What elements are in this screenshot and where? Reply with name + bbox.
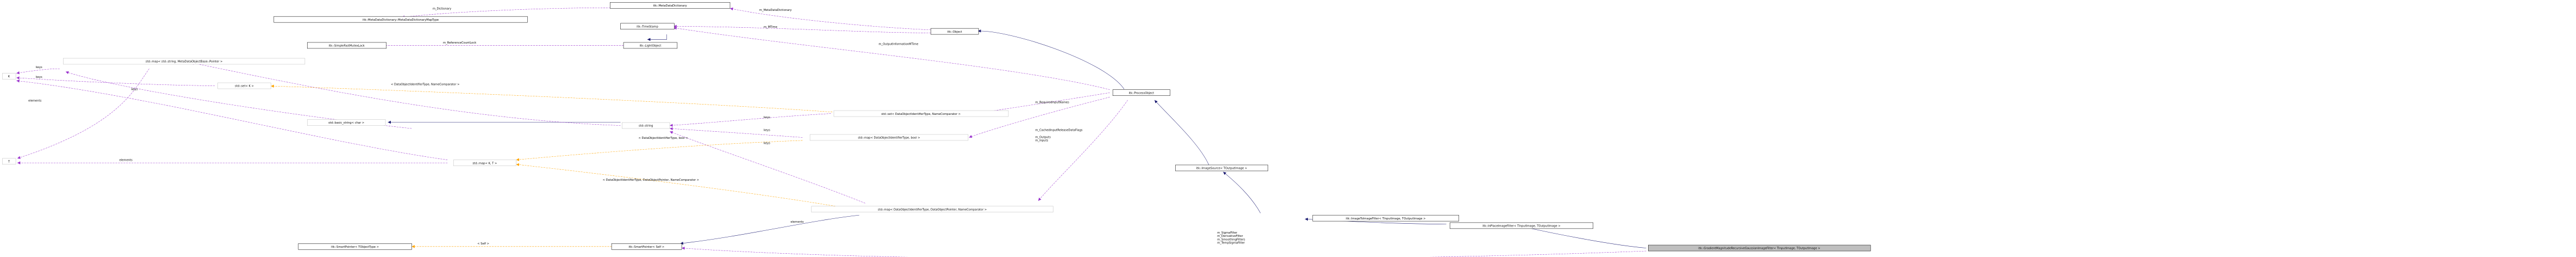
label-m-reference-count-lock: m_ReferenceCountLock [443, 41, 476, 45]
node-meta-data-dictionary[interactable]: itk::MetaDataDictionary [610, 2, 731, 9]
svg-text:itk::LightObject: itk::LightObject [639, 45, 661, 48]
svg-text:std::map< std::string, MetaDat: std::map< std::string, MetaDataObjectBas… [146, 60, 223, 64]
node-time-stamp[interactable]: itk::TimeStamp [620, 23, 675, 30]
svg-text:itk::GradientMagnitudeRecursiv: itk::GradientMagnitudeRecursiveGaussianI… [1698, 247, 1820, 250]
node-set-k[interactable]: std::set< K > [217, 82, 271, 89]
node-map-k-t[interactable]: std::map< K, T > [453, 160, 516, 166]
edge-map-string-elements-to-t [17, 69, 149, 159]
node-map-string-meta-data[interactable]: std::map< std::string, MetaDataObjectBas… [63, 58, 305, 65]
label-keys-2: keys [36, 76, 42, 79]
label-template-set-k: < DataObjectIdentifierType, NameComparat… [391, 83, 460, 86]
node-light-object[interactable]: itk::LightObject [623, 42, 678, 49]
node-map-data-object-identifier-pointer[interactable]: std::map< DataObjectIdentifierType, Data… [811, 206, 1053, 212]
edge-process-object-required-input-names [975, 92, 1110, 115]
svg-text:itk::ProcessObject: itk::ProcessObject [1128, 91, 1154, 95]
edge-map-string-to-k [16, 68, 60, 75]
edge-set-identifier-to-string [670, 113, 831, 127]
edge-string-to-map-type [191, 62, 621, 126]
edge-time-stamp-to-process-object [673, 27, 1110, 90]
label-m-dictionary: m_Dictionary [433, 8, 451, 11]
label-keys-1: keys [36, 66, 42, 69]
svg-text:itk::TimeStamp: itk::TimeStamp [637, 25, 658, 28]
label-elements-2: elements [120, 158, 133, 162]
edge-time-stamp-to-object [673, 25, 931, 33]
edge-gradient-filter-to-in-place-filter [1520, 225, 1646, 248]
svg-text:std::set< K >: std::set< K > [235, 85, 254, 88]
label-template-self: < Self > [477, 242, 489, 246]
svg-text:itk::SimpleFastMutexLock: itk::SimpleFastMutexLock [329, 45, 365, 48]
node-k[interactable]: K [2, 73, 16, 79]
svg-text:std::basic_string< char >: std::basic_string< char > [328, 121, 364, 125]
edge-meta-data-dictionary-to-object [729, 7, 931, 30]
svg-text:itk::InPlaceImageFilter< TInpu: itk::InPlaceImageFilter< TInputImage, TO… [1482, 225, 1561, 228]
svg-text:itk::MetaDataDictionary::MetaD: itk::MetaDataDictionary::MetaDataDiction… [363, 19, 439, 22]
edge-image-to-image-filter-to-image-source [1223, 172, 1261, 213]
edge-object-to-light-object [647, 34, 667, 41]
svg-text:itk::ImageToImageFilter< TInpu: itk::ImageToImageFilter< TInputImage, TO… [1346, 217, 1426, 221]
edge-template-map-bool [516, 140, 803, 161]
svg-text:T: T [8, 161, 10, 164]
edge-template-set-k [271, 84, 833, 113]
edge-map-type-to-meta-data-dictionary [401, 7, 613, 19]
node-basic-string[interactable]: std::basic_string< char > [307, 119, 386, 126]
edge-process-object-outputs-inputs [1038, 100, 1128, 201]
svg-text:std::map< K, T >: std::map< K, T > [472, 162, 497, 165]
edge-template-map-pointer [516, 163, 835, 206]
edge-map-pointer-elements-to-smart-pointer [680, 215, 859, 245]
label-template-map-pointer: < DataObjectIdentifierType, DataObjectPo… [603, 179, 699, 182]
svg-text:itk::Object: itk::Object [947, 30, 962, 34]
svg-text:itk::SmartPointer< TObjectType: itk::SmartPointer< TObjectType > [331, 246, 379, 249]
node-in-place-image-filter[interactable]: itk::InPlaceImageFilter< TInputImage, TO… [1450, 222, 1594, 229]
label-m-meta-data-dictionary: m_MetaDataDictionary [759, 9, 792, 12]
svg-text:std::map< DataObjectIdentifier: std::map< DataObjectIdentifierType, bool… [858, 137, 920, 140]
label-template-map-bool: < DataObjectIdentifierType, bool > [639, 137, 688, 140]
node-t[interactable]: T [2, 158, 16, 165]
node-gradient-magnitude-filter[interactable]: itk::GradientMagnitudeRecursiveGaussianI… [1648, 244, 1871, 252]
node-simple-fast-mutex-lock[interactable]: itk::SimpleFastMutexLock [307, 42, 387, 49]
svg-text:itk::SmartPointer< Self >: itk::SmartPointer< Self > [628, 246, 664, 249]
node-smart-pointer-self[interactable]: itk::SmartPointer< Self > [611, 243, 682, 250]
svg-text:std::string: std::string [639, 125, 653, 128]
node-smart-pointer-tobjecttype[interactable]: itk::SmartPointer< TObjectType > [298, 243, 412, 250]
label-keys-5: keys [764, 128, 770, 132]
node-object[interactable]: itk::Object [931, 28, 979, 35]
edge-image-source-to-process-object [1154, 100, 1209, 166]
svg-text:std::set< DataObjectIdentifier: std::set< DataObjectIdentifierType, Name… [881, 113, 960, 116]
label-elements-1: elements [28, 100, 41, 103]
node-set-data-object-identifier[interactable]: std::set< DataObjectIdentifierType, Name… [833, 110, 1009, 117]
label-keys-6: keys [764, 142, 770, 145]
edge-set-k-to-k [16, 76, 215, 86]
edge-process-object-cached-flags [969, 97, 1110, 138]
node-map-data-object-identifier-bool[interactable]: std::map< DataObjectIdentifierType, bool… [809, 134, 969, 141]
svg-text:K: K [8, 75, 10, 78]
edge-gradient-filter-smart-pointers [682, 247, 1646, 257]
svg-text:itk::MetaDataDictionary: itk::MetaDataDictionary [653, 4, 687, 8]
node-std-string[interactable]: std::string [622, 122, 670, 129]
svg-text:itk::ImageSource< TOutputImage: itk::ImageSource< TOutputImage > [1196, 167, 1248, 170]
label-m-output-information-mtime: m_OutputInformationMTime [878, 42, 918, 46]
label-keys-4: keys [764, 116, 770, 119]
node-meta-data-dictionary-map-type[interactable]: itk::MetaDataDictionary::MetaDataDiction… [273, 16, 528, 23]
label-m-mtime: m_MTime [764, 26, 777, 29]
edge-process-object-to-object [978, 29, 1125, 89]
label-m-required-input-names: m_RequiredInputNames [1035, 101, 1069, 104]
node-image-to-image-filter[interactable]: itk::ImageToImageFilter< TInputImage, TO… [1312, 215, 1459, 222]
svg-text:std::map< DataObjectIdentifier: std::map< DataObjectIdentifierType, Data… [878, 208, 987, 211]
label-keys-3: keys [131, 88, 138, 91]
edge-map-pointer-to-string [670, 131, 865, 204]
node-process-object[interactable]: itk::ProcessObject [1112, 89, 1170, 96]
label-elements-3: elements [790, 221, 803, 224]
edge-map-bool-to-string [670, 127, 803, 138]
label-m-cached-input-release-data-flags: m_CachedInputReleaseDataFlags [1035, 128, 1082, 132]
node-image-source[interactable]: itk::ImageSource< TOutputImage > [1175, 164, 1268, 172]
